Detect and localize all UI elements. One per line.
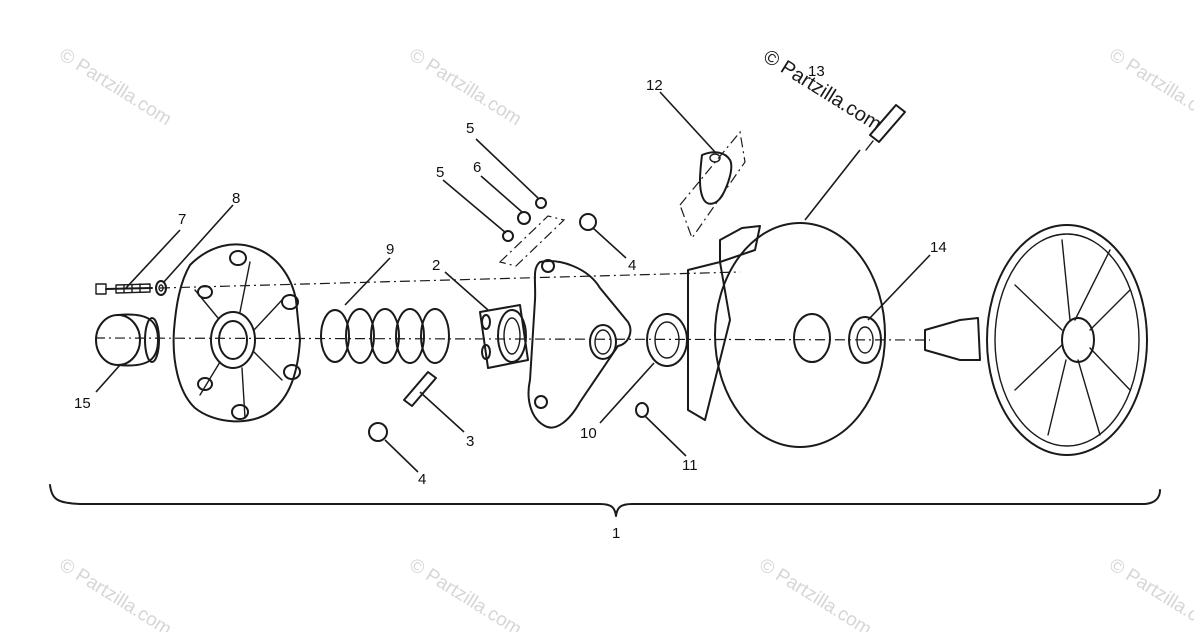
part-fixed-sheave [687,222,886,448]
watermark-faded: © Partzilla.com [1105,44,1194,130]
part-4-roller-lower [368,422,388,442]
callout-4-upper: 4 [628,257,636,274]
part-13-bolt [865,104,906,151]
callout-3: 3 [466,433,474,450]
part-12-weight [679,130,746,240]
callout-14: 14 [930,239,947,256]
callout-1: 1 [612,525,620,542]
callout-15: 15 [74,395,91,412]
part-11-nut [635,402,649,418]
watermark-faded: © Partzilla.com [755,554,875,632]
callout-10: 10 [580,425,597,442]
watermark-main: © Partzilla.com [759,46,885,136]
assembly-bracket [49,484,1161,517]
watermark-faded: © Partzilla.com [405,44,525,130]
callout-11: 11 [682,457,698,474]
part-arm-bracket [527,259,632,429]
watermark-faded: © Partzilla.com [55,554,175,632]
callout-2: 2 [432,257,440,274]
part-cover-plate [172,243,301,423]
callout-5-left: 5 [436,164,444,181]
callout-labels: 1 2 3 4 4 5 5 6 7 8 9 10 11 12 13 14 15 [74,63,947,542]
watermark-faded: © Partzilla.com [55,44,175,130]
part-15-bushing [95,313,160,367]
callout-7: 7 [178,211,186,228]
part-sheave-assembly [924,224,1148,456]
leader-lines [95,91,931,473]
parts-5-6-hardware [498,197,566,267]
callout-8: 8 [232,190,240,207]
part-8-washer [155,280,167,296]
callout-4-lower: 4 [418,471,426,488]
watermark-tiles: © Partzilla.com © Partzilla.com © Partzi… [55,44,1194,632]
part-9-spring [320,308,450,364]
callout-12: 12 [646,77,663,94]
part-4-roller-upper [579,213,597,231]
callout-6: 6 [473,159,481,176]
center-axis-lines [94,271,931,341]
part-14-bushing [848,316,882,364]
watermark-faded: © Partzilla.com [405,554,525,632]
callout-13: 13 [808,63,825,80]
callout-9: 9 [386,241,394,258]
part-3-pin [403,371,437,407]
watermark-faded: © Partzilla.com [1105,554,1194,632]
callout-5-top: 5 [466,120,474,137]
part-2-spider [479,304,529,369]
part-7-bolt [95,283,153,295]
